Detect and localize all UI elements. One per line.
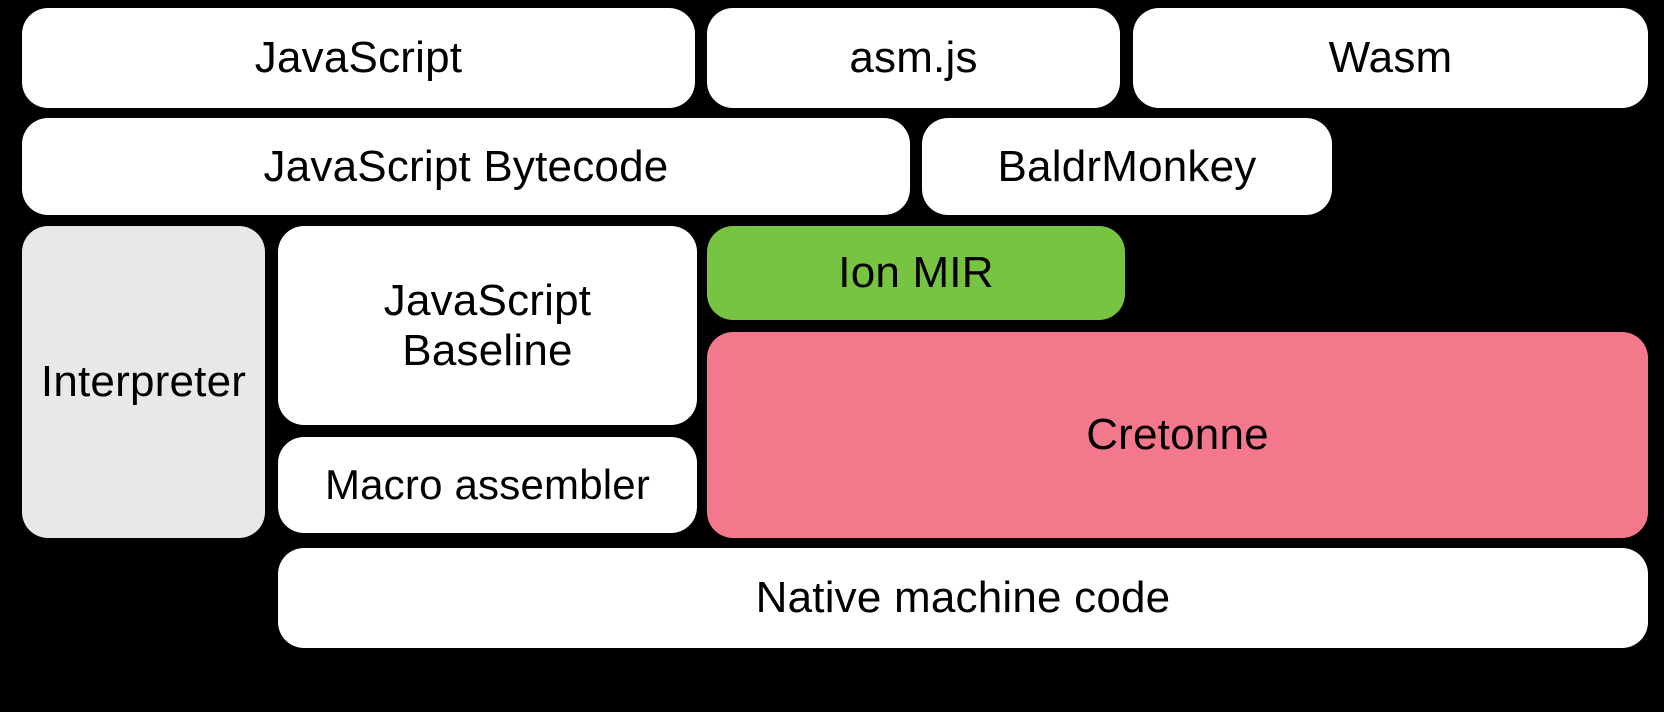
node-asm-js[interactable]: asm.js <box>707 8 1120 108</box>
node-interpreter[interactable]: Interpreter <box>22 226 265 538</box>
node-wasm[interactable]: Wasm <box>1133 8 1648 108</box>
node-baldrmonkey[interactable]: BaldrMonkey <box>922 118 1332 215</box>
node-cretonne[interactable]: Cretonne <box>707 332 1648 538</box>
node-native-machine-code[interactable]: Native machine code <box>278 548 1648 648</box>
node-javascript[interactable]: JavaScript <box>22 8 695 108</box>
node-javascript-baseline[interactable]: JavaScript Baseline <box>278 226 697 425</box>
node-macro-assembler[interactable]: Macro assembler <box>278 437 697 533</box>
node-ion-mir[interactable]: Ion MIR <box>707 226 1125 320</box>
node-javascript-bytecode[interactable]: JavaScript Bytecode <box>22 118 910 215</box>
